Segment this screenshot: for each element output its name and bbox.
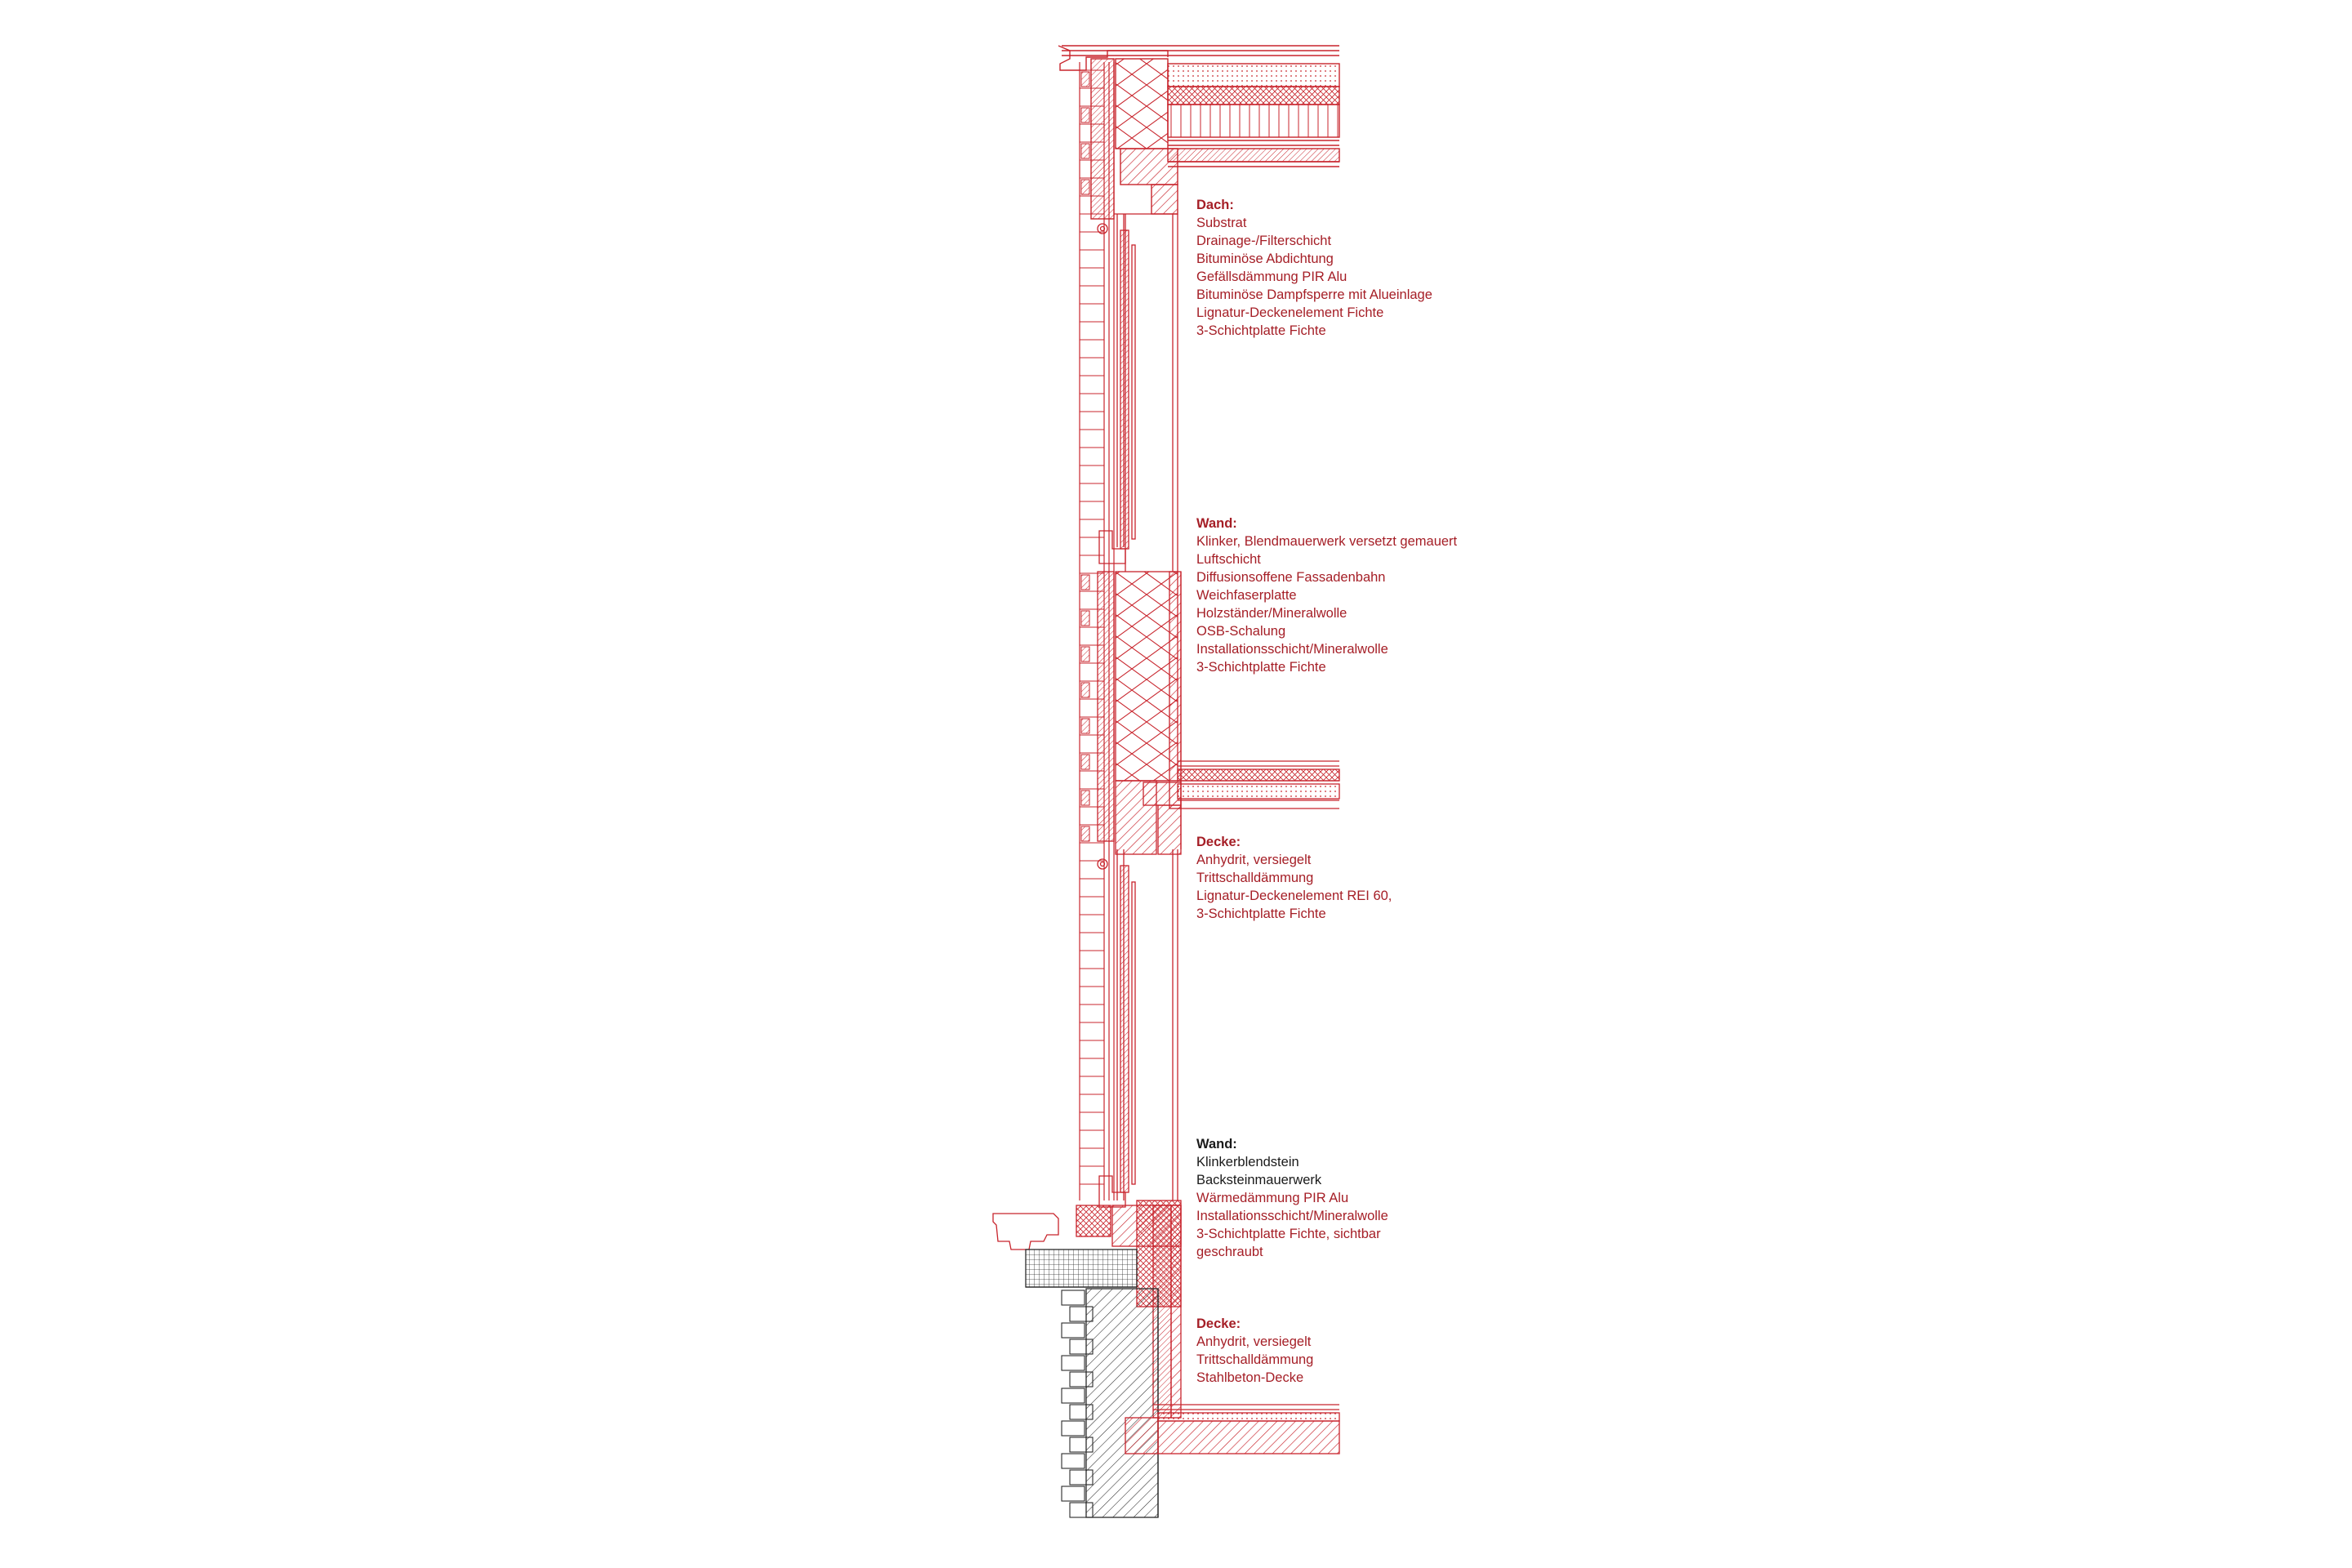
legend-heading: Wand: (1196, 1137, 1237, 1152)
legend-item: Bituminöse Dampfsperre mit Alueinlage (1196, 287, 1432, 302)
legend-item: Luftschicht (1196, 552, 1261, 567)
legend-heading: Decke: (1196, 835, 1241, 849)
legend-item: Anhydrit, versiegelt (1196, 853, 1312, 867)
legend-item: Holzständer/Mineralwolle (1196, 606, 1348, 621)
legend-item: Trittschalldämmung (1196, 871, 1314, 885)
legend-item: Installationsschicht/Mineralwolle (1196, 1209, 1388, 1223)
brick-header (1080, 682, 1090, 698)
legend-heading: Wand: (1196, 516, 1237, 531)
clinker-stone (1069, 1371, 1094, 1388)
legend-item: 3-Schichtplatte Fichte (1196, 906, 1326, 921)
clinker-stone (1069, 1404, 1094, 1420)
legend-item: Klinker, Blendmauerwerk versetzt gemauer… (1196, 534, 1458, 549)
brick-header (1080, 179, 1090, 195)
clinker-stone (1061, 1355, 1085, 1371)
brick-header (1080, 826, 1090, 842)
legend-item: Lignatur-Deckenelement REI 60, (1196, 889, 1392, 903)
legend-item: Installationsschicht/Mineralwolle (1196, 642, 1388, 657)
brick-courses (1080, 69, 1104, 1185)
legend-item: Klinkerblendstein (1196, 1155, 1299, 1169)
legend-item: Wärmedämmung PIR Alu (1196, 1191, 1349, 1205)
clinker-stone (1061, 1486, 1085, 1502)
clinker-stone (1069, 1339, 1094, 1355)
legend-heading: Decke: (1196, 1316, 1241, 1331)
legend-item: 3-Schichtplatte Fichte (1196, 660, 1326, 675)
legend-middle-floor: Decke: Anhydrit, versiegelt Trittschalld… (1196, 833, 1392, 923)
legend-item: geschraubt (1196, 1245, 1263, 1259)
legend-ground-wall: Wand: Klinkerblendstein Backsteinmauerwe… (1196, 1135, 1388, 1261)
ground-floor-wall (992, 1200, 1340, 1518)
legend-item: Drainage-/Filterschicht (1196, 234, 1332, 248)
clinker-stone (1061, 1388, 1085, 1404)
legend-item: Gefällsdämmung PIR Alu (1196, 270, 1348, 284)
legend-item: 3-Schichtplatte Fichte, sichtbar (1196, 1227, 1381, 1241)
legend-item: Diffusionsoffene Fassadenbahn (1196, 570, 1386, 585)
clinker-stone (1061, 1420, 1085, 1437)
legend-upper-wall: Wand: Klinker, Blendmauerwerk versetzt g… (1196, 514, 1457, 676)
clinker-blend-stones (1061, 1290, 1094, 1518)
legend-item: Stahlbeton-Decke (1196, 1370, 1304, 1385)
brick-header (1080, 71, 1090, 87)
clinker-stone (1069, 1437, 1094, 1453)
legend-item: 3-Schichtplatte Fichte (1196, 323, 1326, 338)
legend-ground-floor: Decke: Anhydrit, versiegelt Trittschalld… (1196, 1315, 1313, 1387)
legend-item: Bituminöse Abdichtung (1196, 252, 1334, 266)
legend-item: Anhydrit, versiegelt (1196, 1334, 1312, 1349)
legend-item: Weichfaserplatte (1196, 588, 1297, 603)
clinker-stone (1061, 1290, 1085, 1306)
clinker-stone (1061, 1453, 1085, 1469)
clinker-stone (1061, 1322, 1085, 1339)
legend-item: Lignatur-Deckenelement Fichte (1196, 305, 1384, 320)
legend-roof: Dach: Substrat Drainage-/Filterschicht B… (1196, 196, 1432, 340)
brick-header (1080, 107, 1090, 123)
clinker-stone (1069, 1469, 1094, 1486)
legend-item: Backsteinmauerwerk (1196, 1173, 1322, 1187)
brick-header (1080, 718, 1090, 734)
brick-header (1080, 143, 1090, 159)
brick-header (1080, 790, 1090, 806)
legend-item: OSB-Schalung (1196, 624, 1286, 639)
timber-frame-wall (1097, 213, 1340, 1208)
brick-header (1080, 646, 1090, 662)
brick-header (1080, 610, 1090, 626)
clinker-stone (1069, 1306, 1094, 1322)
legend-item: Substrat (1196, 216, 1247, 230)
brick-header (1080, 574, 1090, 590)
brick-header (1080, 754, 1090, 770)
roof-build-up (1062, 45, 1340, 215)
clinker-stone (1069, 1502, 1094, 1518)
legend-item: Trittschalldämmung (1196, 1352, 1314, 1367)
legend-heading: Dach: (1196, 198, 1234, 212)
parapet-coping (1058, 45, 1169, 220)
